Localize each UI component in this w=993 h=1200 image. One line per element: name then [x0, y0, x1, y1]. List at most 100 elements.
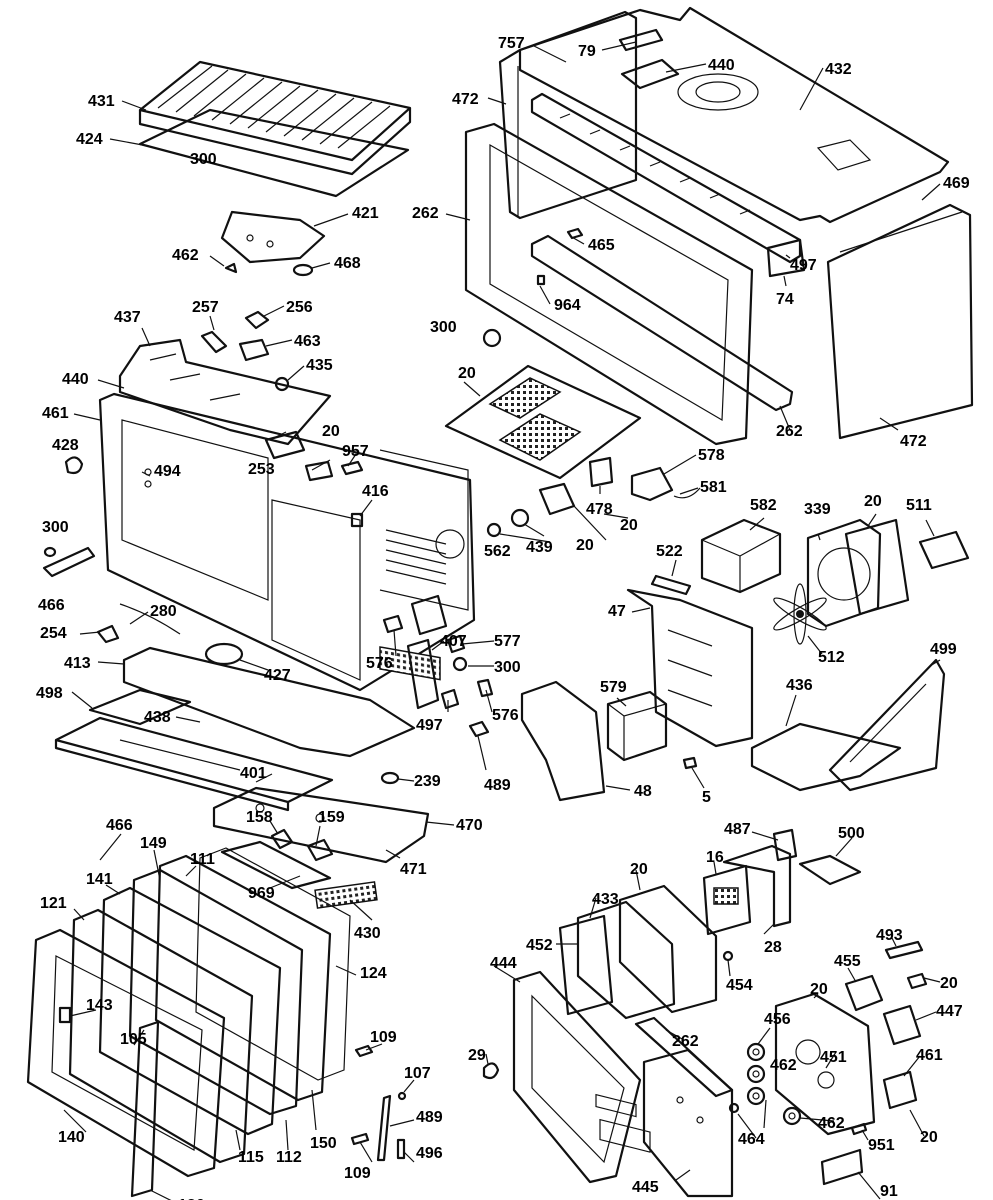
label-757: 757: [498, 35, 525, 52]
label-465: 465: [588, 237, 615, 254]
label-582: 582: [750, 497, 777, 514]
rod-489: [376, 1094, 392, 1162]
screw-964: [536, 274, 546, 286]
label-466-base: 466: [106, 817, 133, 834]
bracket-20-right: [844, 518, 910, 616]
label-581: 581: [700, 479, 727, 496]
label-969: 969: [248, 885, 275, 902]
label-339: 339: [804, 501, 831, 518]
spring-496: [396, 1138, 406, 1160]
label-421: 421: [352, 205, 379, 222]
magnetron-579: [606, 690, 668, 762]
trim-strip-262: [530, 234, 794, 412]
switch-577: [446, 634, 466, 654]
label-20-motor: 20: [620, 517, 638, 534]
label-115: 115: [238, 1149, 264, 1166]
label-254: 254: [40, 625, 67, 642]
transformer-582: [700, 518, 782, 594]
label-440-top: 440: [708, 57, 735, 74]
label-562: 562: [484, 543, 511, 560]
label-158: 158: [246, 809, 273, 826]
label-280: 280: [150, 603, 177, 620]
filter-430: [314, 881, 378, 909]
switch-plate-20: [774, 992, 876, 1136]
label-464: 464: [738, 1131, 765, 1148]
label-433: 433: [592, 891, 619, 908]
label-444: 444: [490, 955, 517, 972]
label-432: 432: [825, 61, 852, 78]
label-121: 121: [40, 895, 67, 912]
label-497-top: 497: [790, 257, 817, 274]
interlock-407: [406, 638, 440, 710]
label-29: 29: [468, 1047, 486, 1064]
label-497-lower: 497: [416, 717, 443, 734]
label-16: 16: [706, 849, 724, 866]
label-489-rod: 489: [416, 1109, 443, 1126]
block-74: [766, 238, 806, 278]
clip-109-upper: [354, 1044, 374, 1058]
label-964: 964: [554, 297, 581, 314]
label-951: 951: [868, 1137, 895, 1154]
foot-239: [380, 771, 400, 785]
label-107: 107: [404, 1065, 431, 1082]
keypad-452: [576, 900, 676, 1153]
label-140: 140: [58, 1129, 85, 1146]
label-91: 91: [880, 1183, 898, 1200]
label-471: 471: [400, 861, 427, 878]
door-panel-121: [68, 908, 254, 1164]
label-401: 401: [240, 765, 267, 782]
oven-rack: [138, 60, 412, 176]
door-screen-124: [195, 847, 351, 1081]
foot-468: [292, 263, 314, 277]
knob-300: [482, 328, 502, 348]
label-300-lower: 300: [494, 659, 521, 676]
label-20-shroud: 20: [864, 493, 882, 510]
label-437: 437: [114, 309, 141, 326]
label-5: 5: [702, 789, 711, 806]
label-413: 413: [64, 655, 91, 672]
switch-447: [882, 1004, 922, 1046]
label-577: 577: [494, 633, 521, 650]
label-416: 416: [362, 483, 389, 500]
front-frame-262: [464, 122, 754, 446]
label-112: 112: [276, 1149, 302, 1166]
label-439: 439: [526, 539, 553, 556]
switch-158: [270, 828, 294, 850]
label-472-right: 472: [900, 433, 927, 450]
label-257: 257: [192, 299, 219, 316]
bracket-421: [220, 210, 326, 264]
screw-464: [728, 1102, 740, 1114]
bracket-79: [618, 28, 664, 52]
duct-48: [520, 680, 606, 802]
label-463: 463: [294, 333, 321, 350]
label-496: 496: [416, 1145, 443, 1162]
label-468: 468: [334, 255, 361, 272]
bracket-91: [820, 1148, 864, 1186]
label-300-tray: 300: [190, 151, 217, 168]
label-489-connector: 489: [484, 777, 511, 794]
mount-bracket-47: [626, 588, 754, 748]
label-512: 512: [818, 649, 845, 666]
label-150: 150: [310, 1135, 337, 1152]
leader-lines: [63, 41, 941, 1200]
label-424: 424: [76, 131, 103, 148]
switch-159: [306, 838, 334, 862]
label-20-small: 20: [940, 975, 958, 992]
label-576-lower: 576: [492, 707, 519, 724]
latch-416: [410, 594, 448, 636]
door-handle-105: [130, 1020, 160, 1198]
bracket-28: [722, 844, 792, 928]
door-panel-141: [98, 886, 282, 1136]
label-461-switch: 461: [916, 1047, 943, 1064]
label-20-bracket: 20: [576, 537, 594, 554]
switch-497: [440, 688, 460, 710]
door-frame-140: [26, 928, 226, 1178]
small-parts-cavity: [42, 310, 364, 644]
label-262-frame: 262: [412, 205, 439, 222]
clip-951: [850, 1122, 868, 1136]
label-79: 79: [578, 43, 596, 60]
label-109-lower: 109: [344, 1165, 371, 1182]
label-447: 447: [936, 1003, 963, 1020]
label-428: 428: [52, 437, 79, 454]
